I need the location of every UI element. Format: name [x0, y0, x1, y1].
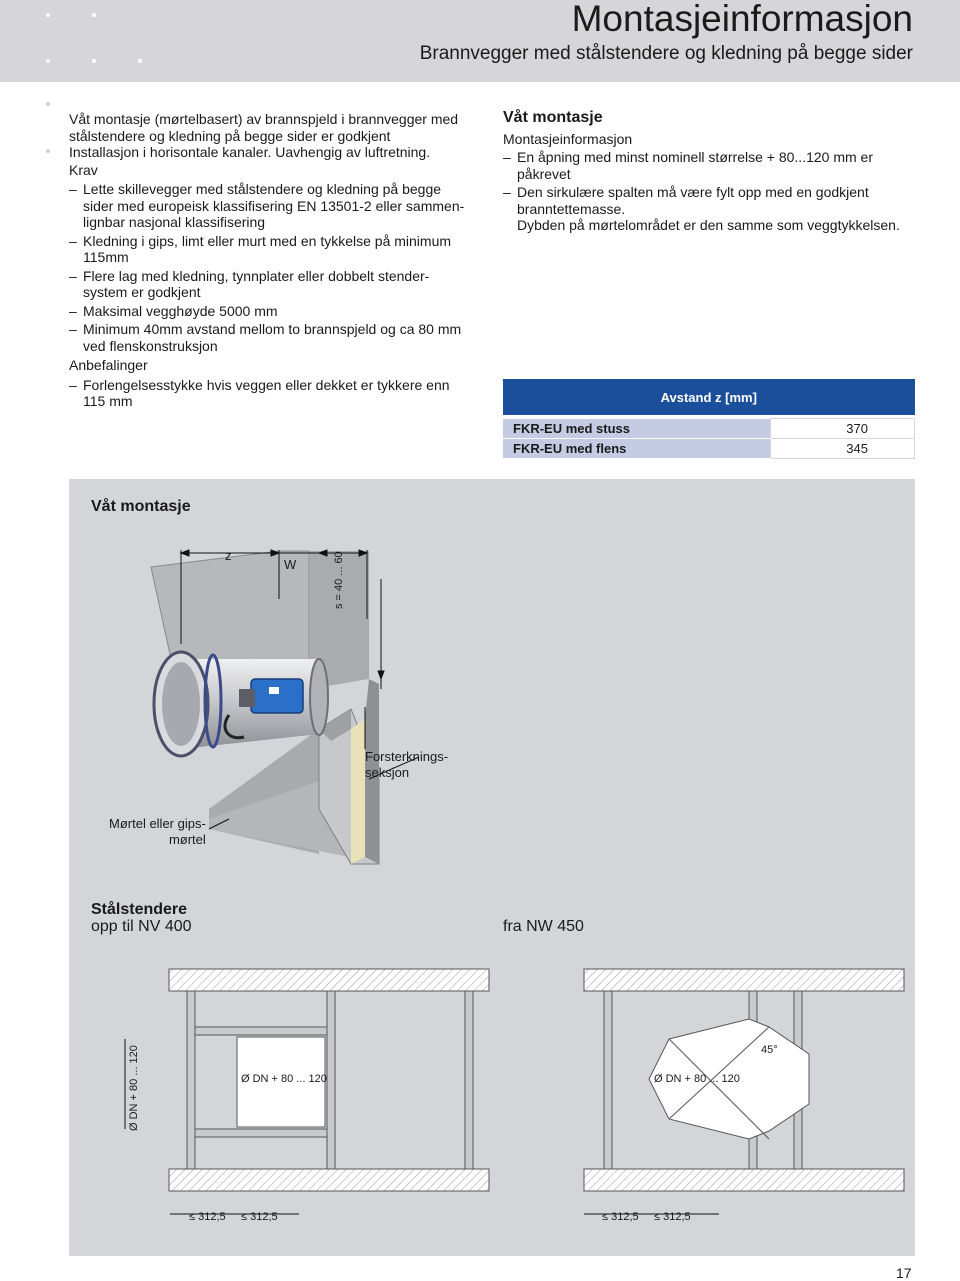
label-line: Mørtel eller gips- [109, 816, 206, 831]
dn-left-label: Ø DN + 80 ... 120 [241, 1073, 327, 1085]
installation-drawings [124, 549, 905, 1215]
list-item-line: Lette skillevegger med stålstendere og k… [83, 181, 442, 197]
list-item-line: system er godkjent [83, 284, 201, 300]
dimension-label: ≤ 312,5 [654, 1211, 691, 1223]
page-subtitle: Brannvegger med stålstendere og kledning… [419, 43, 913, 64]
table-cell-label: FKR-EU med flens [503, 438, 771, 459]
decor-dot [46, 149, 50, 153]
list-item-line: Den sirkulære spalten må være fylt opp m… [517, 184, 869, 200]
angle-label: 45° [761, 1044, 778, 1056]
steel-studs-title: Stålstendere [91, 901, 188, 918]
krav-heading: Krav [69, 161, 98, 178]
wet-install-title: Våt montasje [91, 498, 191, 515]
installation-column: Våt montasje Montasjeinformasjon En åpni… [503, 109, 915, 234]
table-cell-value: 370 [769, 418, 916, 439]
dn-right-label: Ø DN + 80 ... 120 [654, 1073, 740, 1085]
list-item: Minimum 40mm avstand mellom to brannspje… [69, 321, 484, 354]
list-item: Forlengelsesstykke hvis veggen eller dek… [69, 377, 484, 410]
label-line: mørtel [168, 832, 206, 847]
anbefalinger-heading: Anbefalinger [69, 357, 148, 373]
page-number: 17 [896, 1265, 912, 1281]
table-row: FKR-EU med flens 345 [503, 437, 916, 459]
list-item-line: Dybden på mørtelområdet er den samme som… [517, 217, 900, 233]
table-header: Avstand z [mm] [503, 379, 915, 415]
list-item-line: Forlengelsesstykke hvis veggen eller dek… [83, 376, 450, 393]
installation-list: En åpning med minst nominell størrelse +… [503, 149, 915, 234]
page-title: Montasjeinformasjon [571, 0, 913, 39]
anbefalinger-list: Forlengelsesstykke hvis veggen eller dek… [69, 377, 484, 410]
dimension-lines [179, 549, 420, 830]
list-item-line: En åpning med minst nominell størrelse +… [517, 149, 873, 165]
intro-line: Installasjon i horisontale kanaler. Uavh… [69, 144, 431, 160]
list-item-line: Minimum 40mm avstand mellom to brannspje… [83, 321, 462, 337]
dimension-w-label: W [284, 557, 297, 572]
krav-list: Lette skillevegger med stålstendere og k… [69, 181, 484, 354]
dimension-s-label: s = 40 ... 60 [333, 551, 345, 609]
section-subheading: Montasjeinformasjon [503, 130, 633, 147]
intro-line: Våt montasje (mørtelbasert) av brannspje… [69, 111, 459, 127]
label-line: seksjon [365, 765, 410, 780]
list-item-line: branntettemasse. [517, 200, 626, 217]
damper-3d [152, 650, 329, 758]
dimension-label: ≤ 312,5 [602, 1211, 639, 1223]
table-row: FKR-EU med stuss 370 [503, 418, 916, 439]
label-line: Forsterknings- [365, 749, 449, 764]
requirements-column: Våt montasje (mørtelbasert) av brannspje… [69, 111, 484, 410]
list-item: En åpning med minst nominell størrelse +… [503, 149, 915, 182]
header-band: Montasjeinformasjon Brannvegger med stål… [0, 0, 960, 82]
list-item-line: ved flenskonstruksjon [83, 337, 218, 354]
dimension-z-label: z [225, 548, 232, 563]
decor-dot [92, 59, 96, 63]
left-plan-caption: opp til NV 400 [91, 918, 192, 935]
list-item-line: lignbar nasjonal klassifisering [83, 214, 266, 230]
dn-vertical-label: Ø DN + 80 ... 120 [128, 1045, 140, 1131]
mortar-label: Mørtel eller gips- mørtel [109, 816, 206, 848]
distance-table: Avstand z [mm] FKR-EU med stuss 370 FKR-… [503, 379, 916, 459]
decor-dot [92, 13, 96, 17]
reinforcement-label: Forsterknings- seksjon [365, 749, 448, 781]
list-item-line: Kledning i gips, limt eller murt med en … [83, 232, 452, 249]
dimension-label: ≤ 312,5 [241, 1211, 278, 1223]
intro-line: stålstendere og kledning på begge sider … [69, 127, 391, 144]
list-item: Maksimal vegghøyde 5000 mm [69, 303, 484, 320]
table-cell-value: 345 [769, 437, 916, 459]
list-item: Flere lag med kledning, tynnplater eller… [69, 268, 484, 301]
list-item-line: 115mm [83, 249, 129, 265]
list-item-line: Maksimal vegghøyde 5000 mm [83, 302, 278, 319]
list-item-line: Flere lag med kledning, tynnplater eller… [83, 267, 430, 284]
list-item: Kledning i gips, limt eller murt med en … [69, 233, 484, 266]
list-item: Lette skillevegger med stålstendere og k… [69, 181, 484, 231]
right-plan-caption: fra NW 450 [503, 918, 584, 935]
decor-dot [46, 102, 50, 106]
decor-dot [46, 13, 50, 17]
dimension-label: ≤ 312,5 [189, 1211, 226, 1223]
list-item: Den sirkulære spalten må være fylt opp m… [503, 184, 915, 234]
section-heading: Våt montasje [503, 109, 603, 126]
list-item-line: påkrevet [517, 165, 571, 182]
decor-dot [138, 59, 142, 63]
list-item-line: sider med europeisk klassifisering EN 13… [83, 197, 465, 214]
table-cell-label: FKR-EU med stuss [503, 418, 771, 439]
plan-right [583, 968, 905, 1215]
plan-left [124, 968, 490, 1215]
drawing-panel: Våt montasje z W s = 40 ... 60 Forsterkn… [69, 479, 915, 1256]
list-item-line: 115 mm [83, 393, 133, 409]
decor-dot [46, 59, 50, 63]
